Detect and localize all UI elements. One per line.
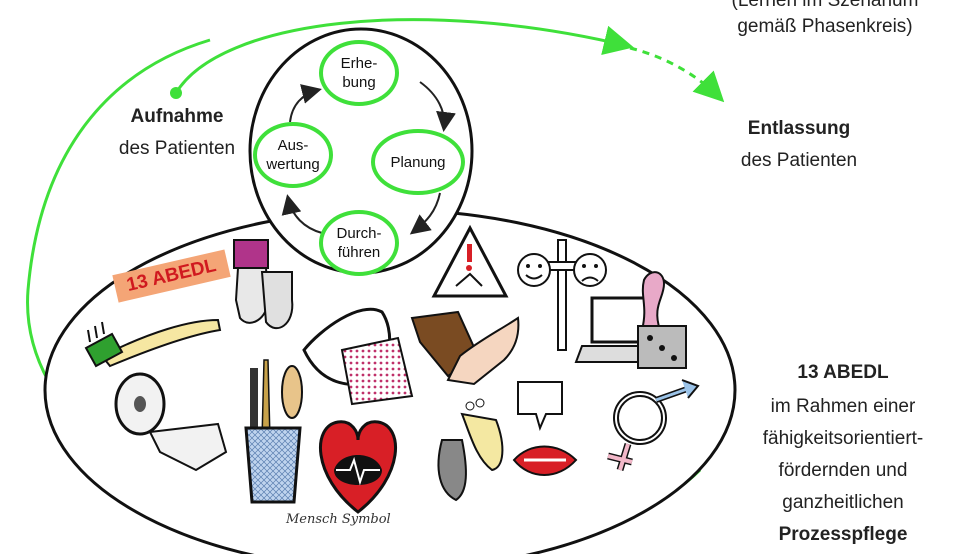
phase-node-line: Erhe- <box>340 55 378 72</box>
phase-node-line: bung <box>342 74 376 91</box>
right-panel-line: ganzheitlichen <box>782 492 904 513</box>
speech-bubble-icon <box>517 381 563 431</box>
heart-icon <box>318 420 398 514</box>
start-dot <box>170 87 182 99</box>
discharge-title: Entlassung <box>747 118 851 139</box>
chess-piece-icon <box>640 271 666 331</box>
top-right-note-line2: gemäß Phasenkreis) <box>737 16 913 37</box>
right-panel-line: fähigkeitsorientiert- <box>762 428 924 449</box>
cycle-arrow-1 <box>419 81 456 132</box>
discharge-subtitle: des Patienten <box>740 150 858 171</box>
cycle-arrow-2 <box>409 192 441 235</box>
dice-icon <box>637 325 687 369</box>
socks-icon <box>233 239 294 330</box>
admission-title: Aufnahme <box>130 106 224 127</box>
phase-node-line: Durch- <box>336 225 382 242</box>
handshake-icon <box>410 310 520 386</box>
right-panel-bold: Prozesspflege <box>778 524 908 545</box>
cycle-arrow-3 <box>281 194 323 234</box>
cycle-arrow-4 <box>289 84 322 123</box>
top-right-note-line1: (Lernen im Szenarium <box>731 0 919 11</box>
dashed-flow-arrow <box>629 46 725 103</box>
lips-icon <box>512 445 578 476</box>
right-panel-line: fördernden und <box>778 460 908 481</box>
right-panel-line: im Rahmen einer <box>770 396 916 417</box>
toilet-paper-icon <box>114 372 228 472</box>
phase-node-erhebung: Erhe-bung <box>319 40 399 106</box>
phase-node-durchfuehren: Durch-führen <box>319 210 399 276</box>
phase-node-line: führen <box>337 244 381 261</box>
gender-symbol-icon <box>607 379 700 472</box>
phase-node-auswertung: Aus-wertung <box>253 122 333 188</box>
phase-node-line: Planung <box>390 153 446 171</box>
warning-sign-icon <box>431 224 509 298</box>
toothbrush-icon <box>84 318 222 368</box>
signature-caption: Mensch Symbol <box>286 512 391 527</box>
cutlery-cup-icon <box>244 359 303 504</box>
phase-node-line: wertung <box>266 156 320 173</box>
phase-node-line: Aus- <box>277 137 309 154</box>
mood-faces-icon <box>517 239 607 351</box>
top-flow-arrow <box>174 18 634 94</box>
admission-subtitle: des Patienten <box>118 138 236 159</box>
footprint-icon <box>437 398 504 502</box>
right-panel-title: 13 ABEDL <box>797 362 889 383</box>
pillow-icon <box>302 307 414 406</box>
phase-node-planung: Planung <box>371 129 465 195</box>
